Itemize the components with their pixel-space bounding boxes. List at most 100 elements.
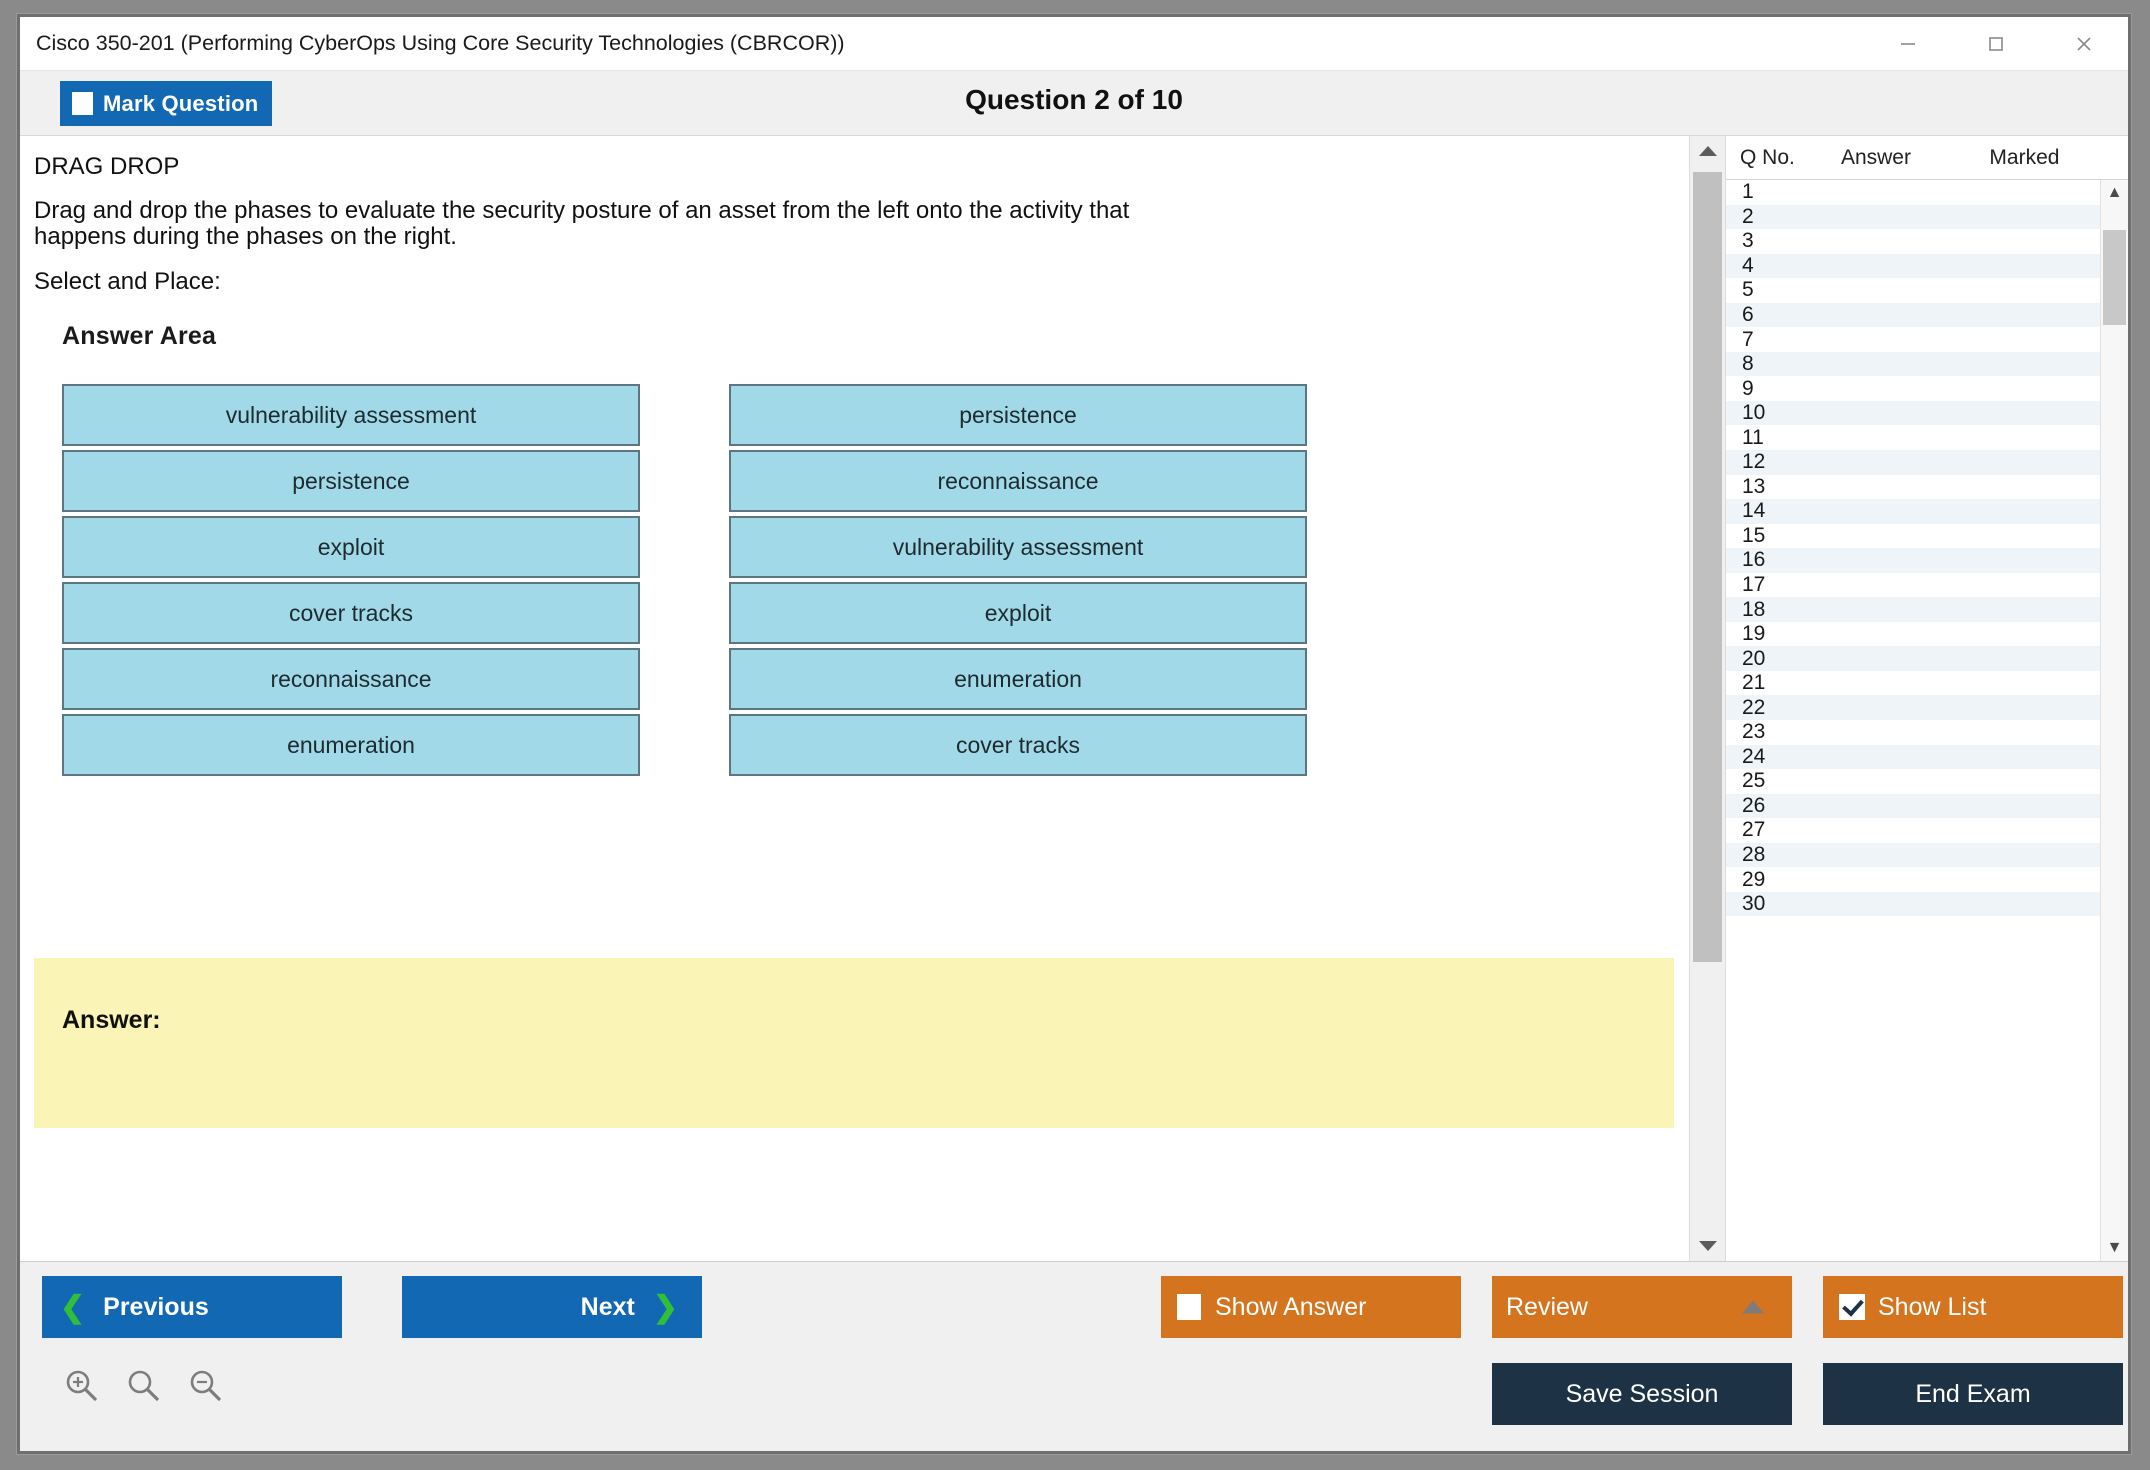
row-question-number: 7: [1742, 327, 1754, 351]
drag-item[interactable]: reconnaissance: [729, 450, 1307, 512]
question-list-row[interactable]: 30: [1726, 891, 2100, 917]
drag-item[interactable]: vulnerability assessment: [729, 516, 1307, 578]
drag-drop-exhibit: Answer Area vulnerability assessment pers…: [34, 322, 1334, 912]
question-list-row[interactable]: 25: [1726, 769, 2100, 794]
row-question-number: 27: [1742, 818, 1766, 842]
list-scroll-up-icon[interactable]: ▲: [2106, 184, 2123, 201]
drag-item[interactable]: persistence: [729, 384, 1307, 446]
question-list-row[interactable]: 18: [1726, 597, 2100, 622]
question-list-row[interactable]: 8: [1726, 351, 2100, 377]
close-icon[interactable]: [2040, 17, 2128, 71]
row-question-number: 10: [1742, 401, 1766, 425]
column-header-answer: Answer: [1840, 145, 1911, 169]
end-exam-button[interactable]: End Exam: [1823, 1363, 2123, 1425]
content-scrollbar-thumb[interactable]: [1693, 172, 1722, 962]
question-list-row[interactable]: 3: [1726, 229, 2100, 254]
row-question-number: 13: [1742, 474, 1766, 498]
question-content: DRAG DROP Drag and drop the phases to ev…: [20, 136, 1689, 1261]
drag-item-label: cover tracks: [956, 731, 1080, 758]
question-list-row[interactable]: 21: [1726, 670, 2100, 696]
question-list-row[interactable]: 1: [1726, 180, 2100, 205]
maximize-icon[interactable]: [1952, 17, 2040, 71]
drag-item[interactable]: enumeration: [729, 648, 1307, 710]
row-question-number: 17: [1742, 573, 1766, 597]
drag-item-label: vulnerability assessment: [225, 401, 477, 428]
drag-item[interactable]: enumeration: [62, 714, 640, 776]
previous-button[interactable]: ❮ Previous: [42, 1276, 342, 1338]
row-question-number: 28: [1742, 843, 1766, 867]
question-counter: Question 2 of 10: [965, 84, 1183, 115]
zoom-in-icon[interactable]: [62, 1366, 102, 1406]
list-scroll-down-icon[interactable]: ▼: [2106, 1239, 2123, 1256]
question-list-row[interactable]: 12: [1726, 450, 2100, 475]
show-answer-button[interactable]: Show Answer: [1161, 1276, 1461, 1338]
drag-item[interactable]: cover tracks: [729, 714, 1307, 776]
question-list-row[interactable]: 9: [1726, 376, 2100, 401]
row-question-number: 9: [1742, 376, 1754, 400]
question-list-row[interactable]: 15: [1726, 523, 2100, 549]
question-list-row[interactable]: 26: [1726, 793, 2100, 819]
drag-item[interactable]: exploit: [729, 582, 1307, 644]
row-question-number: 1: [1742, 180, 1754, 204]
question-list-row[interactable]: 19: [1726, 621, 2100, 647]
drag-item[interactable]: vulnerability assessment: [62, 384, 640, 446]
show-list-button[interactable]: Show List: [1823, 1276, 2123, 1338]
question-list-row[interactable]: 17: [1726, 572, 2100, 598]
review-dropdown-button[interactable]: Review: [1492, 1276, 1792, 1338]
drag-item[interactable]: persistence: [62, 450, 640, 512]
row-question-number: 16: [1742, 548, 1766, 572]
scroll-up-arrow-icon[interactable]: [1690, 136, 1725, 166]
row-question-number: 3: [1742, 229, 1754, 253]
drag-item-label: reconnaissance: [270, 665, 432, 692]
question-list-row[interactable]: 10: [1726, 400, 2100, 426]
body-row: DRAG DROP Drag and drop the phases to ev…: [20, 136, 2128, 1261]
zoom-tools: [62, 1366, 226, 1406]
content-scrollbar[interactable]: [1689, 136, 1725, 1261]
question-list-row[interactable]: 29: [1726, 867, 2100, 892]
question-list-row[interactable]: 23: [1726, 720, 2100, 745]
show-answer-checkbox-icon[interactable]: [1177, 1294, 1201, 1320]
question-list-row[interactable]: 14: [1726, 499, 2100, 524]
question-list-row[interactable]: 5: [1726, 278, 2100, 303]
row-question-number: 15: [1742, 523, 1766, 547]
question-list-scrollbar[interactable]: ▲ ▼: [2100, 180, 2128, 1261]
question-list-row[interactable]: 4: [1726, 253, 2100, 279]
zoom-out-icon[interactable]: [186, 1366, 226, 1406]
row-question-number: 25: [1742, 769, 1766, 793]
row-question-number: 23: [1742, 720, 1766, 744]
row-question-number: 29: [1742, 867, 1766, 891]
question-list-row[interactable]: 13: [1726, 474, 2100, 500]
exam-simulator-window: Cisco 350-201 (Performing CyberOps Using…: [17, 14, 2131, 1454]
question-list-row[interactable]: 20: [1726, 646, 2100, 671]
question-header-bar: Mark Question Question 2 of 10: [20, 71, 2128, 136]
question-list-row[interactable]: 11: [1726, 425, 2100, 451]
scroll-down-arrow-icon[interactable]: [1690, 1231, 1725, 1261]
question-list-row[interactable]: 27: [1726, 818, 2100, 843]
zoom-reset-icon[interactable]: [124, 1366, 164, 1406]
question-type-label: DRAG DROP: [34, 153, 180, 180]
question-list-row[interactable]: 6: [1726, 302, 2100, 328]
question-list-row[interactable]: 24: [1726, 744, 2100, 770]
drag-item[interactable]: cover tracks: [62, 582, 640, 644]
drag-item[interactable]: exploit: [62, 516, 640, 578]
question-content-pane: DRAG DROP Drag and drop the phases to ev…: [20, 136, 1689, 1261]
question-list-row[interactable]: 16: [1726, 548, 2100, 573]
question-list-row[interactable]: 28: [1726, 842, 2100, 868]
save-session-button[interactable]: Save Session: [1492, 1363, 1792, 1425]
select-and-place-label: Select and Place:: [34, 268, 221, 295]
show-list-label: Show List: [1878, 1292, 1987, 1321]
question-list-row[interactable]: 7: [1726, 327, 2100, 352]
answer-area-title: Answer Area: [62, 322, 217, 350]
minimize-icon[interactable]: [1864, 17, 1952, 71]
mark-question-checkbox-icon[interactable]: [72, 92, 93, 115]
previous-button-label: Previous: [103, 1292, 209, 1321]
next-button[interactable]: Next ❯: [402, 1276, 702, 1338]
list-scrollbar-thumb[interactable]: [2103, 230, 2126, 325]
show-list-checkbox-checked-icon[interactable]: [1839, 1294, 1865, 1320]
drag-item[interactable]: reconnaissance: [62, 648, 640, 710]
question-list-row[interactable]: 22: [1726, 695, 2100, 721]
mark-question-button[interactable]: Mark Question: [60, 81, 273, 126]
question-list-row[interactable]: 2: [1726, 204, 2100, 230]
